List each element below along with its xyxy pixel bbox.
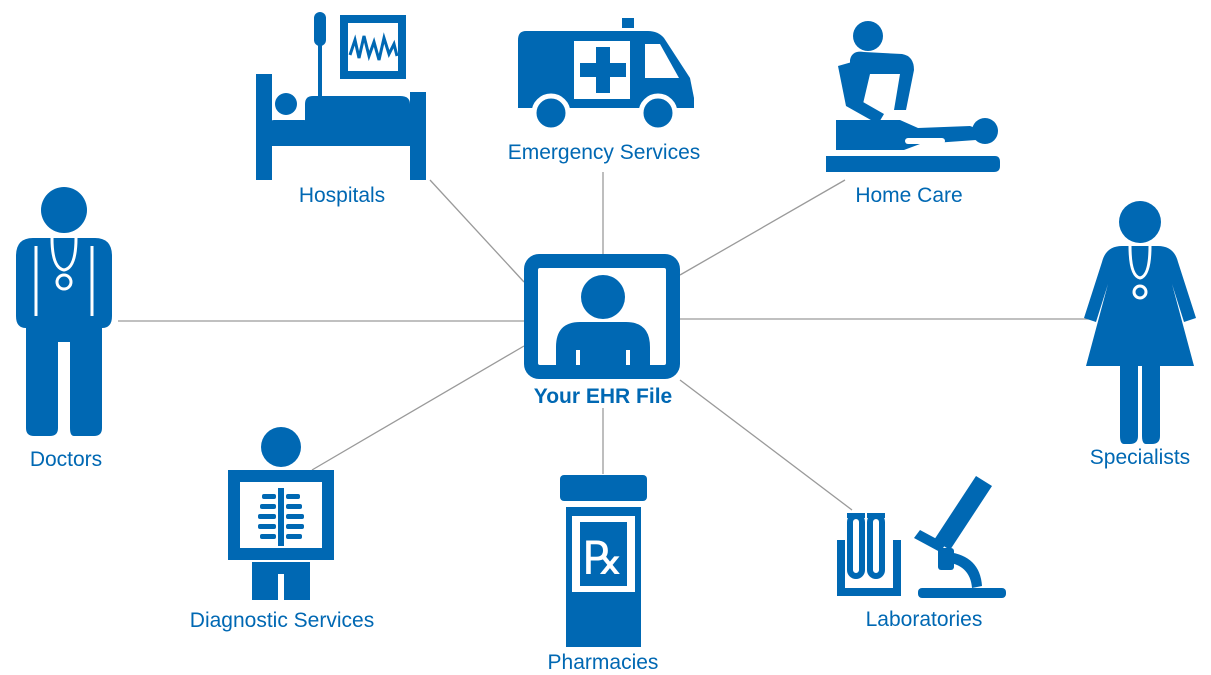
home-care-icon [826, 21, 1000, 172]
node-label-doctors: Doctors [29, 448, 103, 471]
rx-symbol: ℞ [582, 531, 623, 585]
prescription-bottle-icon: ℞ [560, 475, 647, 647]
connector-home-care [679, 179, 846, 276]
node-label-hospitals: Hospitals [298, 184, 386, 207]
female-doctor-icon [1084, 201, 1196, 444]
node-label-pharmacies: Pharmacies [547, 651, 659, 674]
node-label-laboratories: Laboratories [865, 608, 983, 631]
center-label: Your EHR File [533, 385, 673, 408]
connector-laboratories [679, 379, 853, 511]
node-label-specialists: Specialists [1089, 446, 1191, 469]
ambulance-icon [518, 18, 694, 133]
connectors [118, 172, 1090, 511]
x-ray-icon [228, 427, 334, 600]
node-label-emergency-services: Emergency Services [507, 141, 701, 164]
connector-diagnostic-services [311, 345, 525, 471]
patient-file-icon [524, 254, 680, 379]
node-label-home-care: Home Care [855, 184, 963, 207]
connector-hospitals [429, 179, 525, 283]
male-doctor-icon [16, 187, 112, 436]
laboratory-icon [837, 476, 1006, 598]
hospital-bed-icon [256, 12, 426, 180]
node-label-diagnostic-services: Diagnostic Services [189, 609, 375, 632]
